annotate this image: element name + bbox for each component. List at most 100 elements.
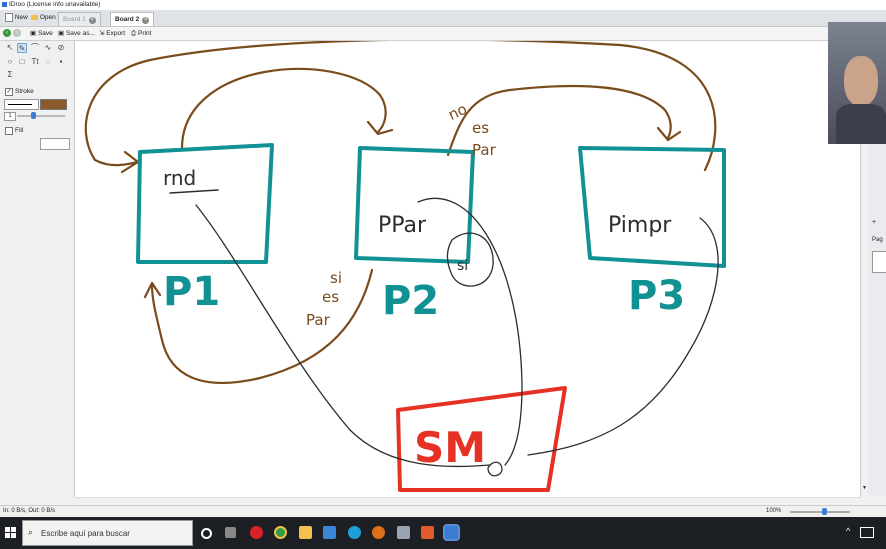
line-p3-to-sm [527, 217, 719, 456]
new-button[interactable]: New [3, 13, 30, 23]
label-sm: SM [414, 423, 486, 472]
annotation-si-circle: si [457, 258, 468, 274]
horizontal-scrollbar[interactable] [75, 497, 860, 506]
annotation-no: no [445, 100, 470, 124]
select-tool-icon[interactable]: ↖ [6, 43, 14, 52]
toolbar: ‹ › ▣ Save ▣ Save as... ⇲ Export ⎙ Print [0, 27, 886, 41]
tab-board-2[interactable]: Board 2× [110, 12, 155, 26]
line-p1-to-sm [195, 204, 491, 468]
webcam-face [844, 56, 878, 106]
print-icon: ⎙ [131, 30, 137, 37]
back-icon[interactable]: ‹ [3, 29, 11, 37]
cursor-mark-icon [487, 461, 503, 477]
add-page-icon[interactable]: + [872, 219, 877, 226]
save-icon: ▣ [30, 30, 37, 37]
close-icon[interactable]: × [142, 17, 150, 24]
folder-icon [31, 14, 38, 20]
annotation-par: Par [306, 311, 331, 329]
window-title: IDroo (License info unavailable) [9, 1, 101, 8]
pages-panel-label: Pag [872, 237, 883, 243]
zoom-thumb[interactable] [822, 508, 827, 515]
arrow-p2-to-p3 [446, 84, 682, 157]
line-p2-to-sm [417, 197, 523, 466]
app-icon [2, 2, 7, 7]
opera-icon[interactable] [250, 526, 263, 539]
network-status: In: 0 B/s, Out: 0 B/s [3, 508, 56, 514]
si-circle [446, 232, 494, 287]
arrow-p1-to-p2 [180, 67, 394, 152]
cortana-icon[interactable] [201, 528, 212, 539]
arrow-p2-back-to-p1 [143, 268, 374, 384]
highlighter-tool-icon[interactable]: ⌒ [31, 43, 39, 52]
pen-tool-icon[interactable]: ✎ [17, 43, 27, 53]
eraser-tool-icon[interactable]: ⊘ [57, 43, 65, 52]
save-button[interactable]: ▣ Save [30, 30, 53, 37]
slider-thumb[interactable] [31, 112, 36, 119]
stroke-checkbox[interactable]: ✓ [5, 88, 13, 96]
annotation-es: es [322, 288, 339, 306]
fill-checkbox[interactable] [5, 127, 13, 135]
box-p1-outline [136, 143, 274, 264]
zoom-slider[interactable] [790, 511, 850, 513]
speech-bubble-tool-icon[interactable]: ◌ [45, 57, 51, 66]
whiteboard-canvas[interactable]: rnd PPar Pimpr P1 P2 P3 SM no es Par si … [75, 41, 860, 497]
box-p3-outline [578, 146, 726, 268]
fill-color-select[interactable] [40, 138, 70, 150]
print-button[interactable]: ⎙ Print [131, 30, 152, 37]
rectangle-tool-icon[interactable]: □ [19, 57, 25, 66]
annotation-si: si [330, 269, 342, 287]
tray-chevron-icon[interactable]: ^ [846, 526, 851, 536]
windows-start-icon[interactable] [5, 527, 16, 538]
annotation-par-top: Par [472, 141, 497, 159]
idroo-taskbar-icon[interactable] [443, 524, 460, 541]
label-p1: P1 [163, 269, 220, 315]
board-drawing: rnd PPar Pimpr P1 P2 P3 SM no es Par si … [84, 41, 726, 492]
taskbar-search[interactable]: ⌕ Escribe aquí para buscar [22, 520, 193, 546]
curve-tool-icon[interactable]: ∿ [44, 43, 52, 52]
pages-panel: + Pag [868, 41, 886, 497]
rnd-underline [169, 189, 219, 194]
text-tool-icon[interactable]: Tt [31, 57, 39, 66]
annotation-es-top: es [472, 119, 489, 137]
status-bar: In: 0 B/s, Out: 0 B/s 100% [0, 505, 886, 518]
edge-icon[interactable] [348, 526, 361, 539]
webcam-shoulders [836, 104, 886, 144]
tool-panel: ↖ ✎ ⌒ ∿ ⊘ ○ □ Tt ◌ ▪ Σ ✓ Stroke 1 Fill [0, 41, 75, 497]
box-sm-outline [396, 386, 567, 492]
ppar-text: PPar [378, 213, 427, 238]
tab-board-1[interactable]: Board 1× [58, 12, 101, 26]
export-button[interactable]: ⇲ Export [99, 30, 126, 37]
recorder-icon[interactable] [421, 526, 434, 539]
fill-label: Fill [15, 127, 24, 134]
network-icon[interactable] [860, 527, 874, 538]
stroke-color-select[interactable] [40, 99, 67, 110]
formula-tool-icon[interactable]: Σ [7, 70, 13, 79]
image-tool-icon[interactable]: ▪ [59, 57, 63, 66]
chrome-icon[interactable] [274, 526, 287, 539]
title-bar: IDroo (License info unavailable) [0, 0, 886, 10]
tabs-bar: New Open Board 1× Board 2× [0, 10, 886, 27]
camera-icon[interactable] [397, 526, 410, 539]
stroke-width-slider[interactable] [17, 115, 65, 117]
close-icon[interactable]: × [88, 17, 96, 24]
store-icon[interactable] [323, 526, 336, 539]
file-explorer-icon[interactable] [299, 526, 312, 539]
search-placeholder: Escribe aquí para buscar [41, 529, 130, 538]
ubuntu-icon[interactable] [372, 526, 385, 539]
label-p2: P2 [382, 278, 439, 324]
line-style-select[interactable] [4, 99, 39, 110]
page-thumbnail[interactable] [872, 251, 886, 273]
save-as-icon: ▣ [58, 30, 65, 37]
ellipse-tool-icon[interactable]: ○ [7, 57, 13, 66]
open-button[interactable]: Open [29, 13, 58, 23]
windows-taskbar: ⌕ Escribe aquí para buscar ^ [0, 517, 886, 549]
forward-icon[interactable]: › [13, 29, 21, 37]
task-view-icon[interactable] [225, 527, 236, 538]
label-p3: P3 [628, 273, 685, 319]
stroke-width-field[interactable]: 1 [4, 112, 16, 121]
save-as-button[interactable]: ▣ Save as... [58, 30, 95, 37]
box-p2-outline [354, 146, 475, 264]
new-icon [5, 13, 13, 22]
stroke-label: Stroke [15, 88, 34, 95]
scroll-down-icon[interactable]: ▼ [862, 485, 867, 491]
